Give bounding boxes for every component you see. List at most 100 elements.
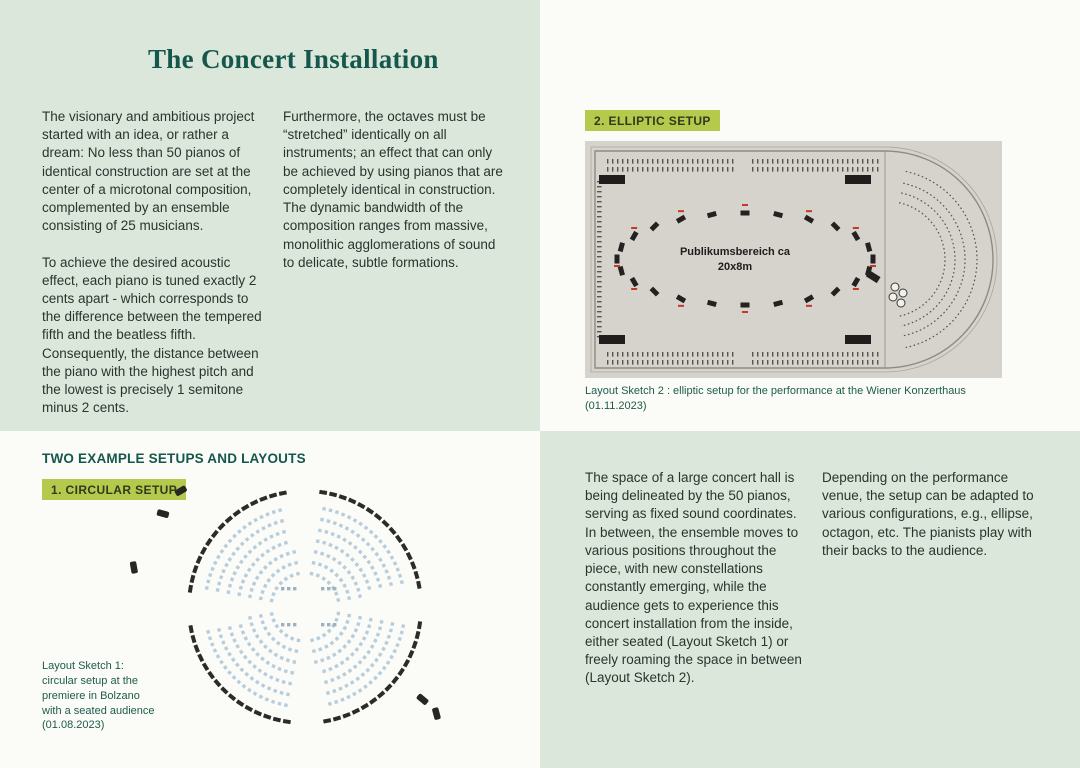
audience-seat (216, 554, 221, 560)
hall-seat-tick (667, 167, 669, 172)
audience-seat (322, 506, 327, 511)
piano-mark (373, 512, 383, 521)
audience-seat (378, 538, 383, 544)
audience-seat (255, 679, 260, 685)
piano-mark (201, 662, 210, 672)
audience-seat (388, 628, 393, 633)
hall-seat-tick (847, 159, 849, 164)
audience-seat (292, 659, 297, 664)
hall-seat-tick (597, 286, 602, 288)
audience-seat (345, 656, 350, 662)
piano-mark (192, 564, 199, 574)
hall-seat-tick (797, 352, 799, 357)
audience-seat (269, 675, 274, 680)
hall-seat-tick (817, 360, 819, 365)
hall-seat-tick (702, 360, 704, 365)
hall-seat-tick (867, 159, 869, 164)
hall-seat-tick (652, 159, 654, 164)
audience-seat (235, 546, 241, 552)
audience-seat (346, 514, 352, 520)
audience-seat (342, 625, 348, 631)
audience-seat (265, 660, 271, 666)
hall-seat-tick (597, 231, 602, 233)
hall-seat-tick (647, 159, 649, 164)
audience-seat (367, 624, 372, 629)
audience-seat (336, 534, 341, 539)
hall-seat-tick (617, 352, 619, 357)
audience-seat (378, 583, 383, 589)
hall-seat-tick (767, 352, 769, 357)
audience-seat (275, 531, 280, 537)
hall-seat-tick (797, 167, 799, 172)
hall-seat-tick (647, 167, 649, 172)
audience-seat (386, 575, 392, 580)
piano-mark (706, 210, 717, 219)
red-position-label-mark (678, 304, 684, 307)
audience-seat (278, 628, 284, 634)
audience-seat (350, 529, 355, 535)
audience-seat (273, 688, 278, 694)
audience-seat (345, 552, 350, 558)
piano-mark (675, 214, 687, 224)
hall-seat-tick (732, 352, 734, 357)
audience-seat (271, 591, 276, 597)
audience-seat (253, 517, 258, 523)
audience-seat (338, 631, 344, 637)
intro-paragraph-2: To achieve the desired acoustic effect, … (42, 254, 262, 416)
ensemble-marker (293, 587, 297, 591)
hall-seat-tick (622, 352, 624, 357)
hall-seat-tick (847, 167, 849, 172)
hall-seat-tick (642, 159, 644, 164)
audience-seat (269, 612, 274, 617)
audience-seat (274, 623, 280, 629)
audience-seat (386, 549, 391, 555)
grand-piano-mark (174, 485, 187, 496)
audience-seat (316, 636, 321, 641)
circular-caption: Layout Sketch 1: circular setup at the p… (42, 660, 155, 732)
hall-seat-tick (692, 167, 694, 172)
audience-seat (389, 654, 394, 660)
audience-seat (347, 668, 353, 674)
audience-seat (241, 683, 247, 689)
hall-seat-tick (612, 352, 614, 357)
hall-seat-tick (692, 159, 694, 164)
hall-seat-tick (797, 159, 799, 164)
audience-seat (235, 565, 241, 570)
audience-seat (381, 563, 387, 568)
piano-mark (740, 210, 750, 216)
audience-seat (281, 565, 286, 570)
piano-mark (773, 299, 784, 308)
piano-mark (319, 489, 328, 495)
audience-seat (382, 544, 388, 549)
audience-seat (329, 640, 335, 646)
hall-seat-tick (757, 167, 759, 172)
audience-seat (399, 580, 404, 585)
hall-seat-tick (772, 159, 774, 164)
audience-seat (258, 639, 264, 645)
audience-seat (252, 691, 258, 696)
audience-seat (334, 510, 340, 515)
hall-seat-tick (872, 159, 874, 164)
audience-seat (339, 548, 345, 554)
hall-seat-tick (862, 167, 864, 172)
audience-seat (350, 633, 356, 639)
hall-seat-tick (597, 306, 602, 308)
piano-mark (617, 265, 625, 276)
audience-seat (240, 630, 246, 635)
hall-seat-tick (652, 360, 654, 365)
audience-seat (207, 636, 213, 641)
piano-mark (851, 230, 861, 242)
hall-seat-tick (707, 360, 709, 365)
elliptic-layout-sketch: Publikumsbereich ca 20x8m (585, 141, 1002, 378)
audience-seat (239, 667, 245, 673)
audience-seat (338, 686, 343, 691)
hall-outline-outer (590, 146, 998, 373)
piano-mark (649, 286, 660, 297)
audience-seat (283, 703, 288, 708)
audience-seat (249, 676, 255, 681)
hall-seat-tick (762, 167, 764, 172)
audience-seat (283, 576, 289, 582)
percussion-circle (896, 298, 906, 308)
hall-seat-tick (807, 360, 809, 365)
hall-seat-tick (657, 159, 659, 164)
